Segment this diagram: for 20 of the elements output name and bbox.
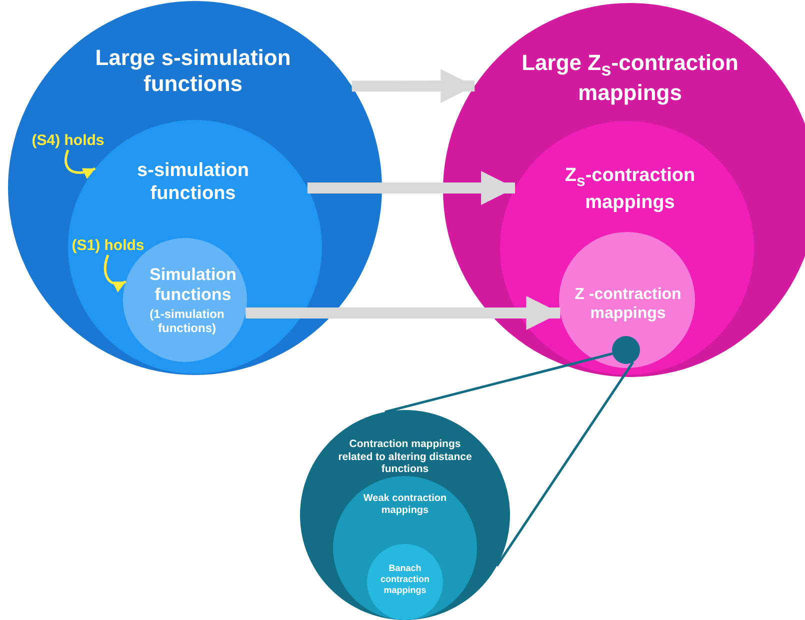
set-label: Simulation functions [148,265,238,306]
arrow [64,150,96,179]
arrow [246,296,560,330]
connector-line [384,352,613,414]
set-label: Large s-simulation functions [94,45,292,98]
set-label: Weak contraction mappings [362,493,448,517]
arrow [307,170,516,205]
set-label: Contraction mappings related to altering distance functions [337,438,473,476]
marker-circle [612,336,640,364]
arrow [352,69,475,104]
set-circle [367,544,443,620]
set-label: s-simulation functions [136,160,250,206]
arrow [104,254,126,292]
set-label: Banach contraction mappings [379,563,430,596]
condition-label: (S1) holds [58,237,158,255]
condition-label: (S4) holds [18,132,118,150]
set-label: Large Z$_{s}$-contraction mappings [520,50,740,107]
set-label: Z$_{s}$-contraction mappings [564,165,696,215]
set-label: Z -contraction mappings [574,285,682,324]
set-label: (1-simulation functions) [148,307,226,336]
